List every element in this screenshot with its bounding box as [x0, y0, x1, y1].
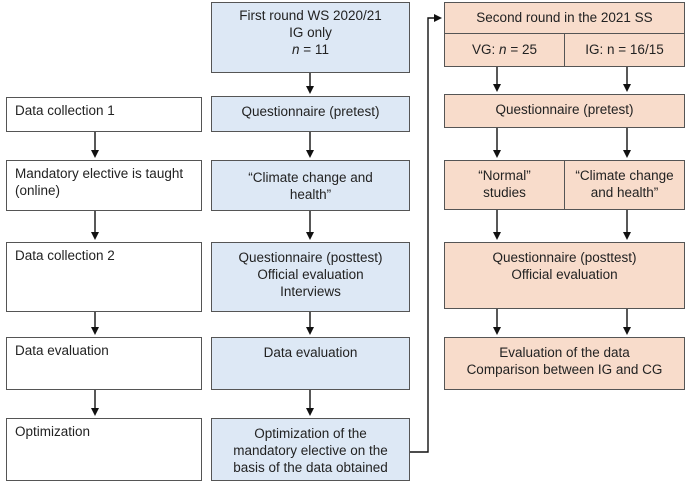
right-box-posttest: Questionnaire (posttest) Official evalua…	[444, 242, 685, 309]
right-box-normal-studies: “Normal” studies	[444, 160, 565, 210]
left-box-optimization: Optimization	[6, 418, 202, 481]
right-box-second-round: Second round in the 2021 SS	[444, 2, 685, 34]
mid-box-climate-change: “Climate change and health”	[211, 160, 410, 211]
n-value: n = 11	[292, 42, 329, 57]
left-box-data-collection-2: Data collection 2	[6, 242, 202, 312]
mid-box-posttest: Questionnaire (posttest) Official evalua…	[211, 242, 410, 312]
arrow-connector	[410, 14, 442, 453]
mid-box-first-round: First round WS 2020/21 IG only n = 11	[211, 2, 410, 73]
right-box-evaluation: Evaluation of the data Comparison betwee…	[444, 337, 685, 390]
left-box-elective-taught: Mandatory elective is taught (online)	[6, 160, 202, 211]
mid-box-pretest: Questionnaire (pretest)	[211, 96, 410, 132]
right-box-climate-change: “Climate change and health”	[564, 160, 685, 210]
mid-box-optimization: Optimization of the mandatory elective o…	[211, 418, 410, 481]
right-box-pretest: Questionnaire (pretest)	[444, 94, 685, 128]
right-box-vg: VG: n = 25	[444, 33, 565, 67]
mid-box-data-evaluation: Data evaluation	[211, 337, 410, 390]
left-box-data-collection-1: Data collection 1	[6, 97, 202, 132]
left-box-data-evaluation: Data evaluation	[6, 337, 202, 390]
right-box-ig: IG: n = 16/15	[564, 33, 685, 67]
